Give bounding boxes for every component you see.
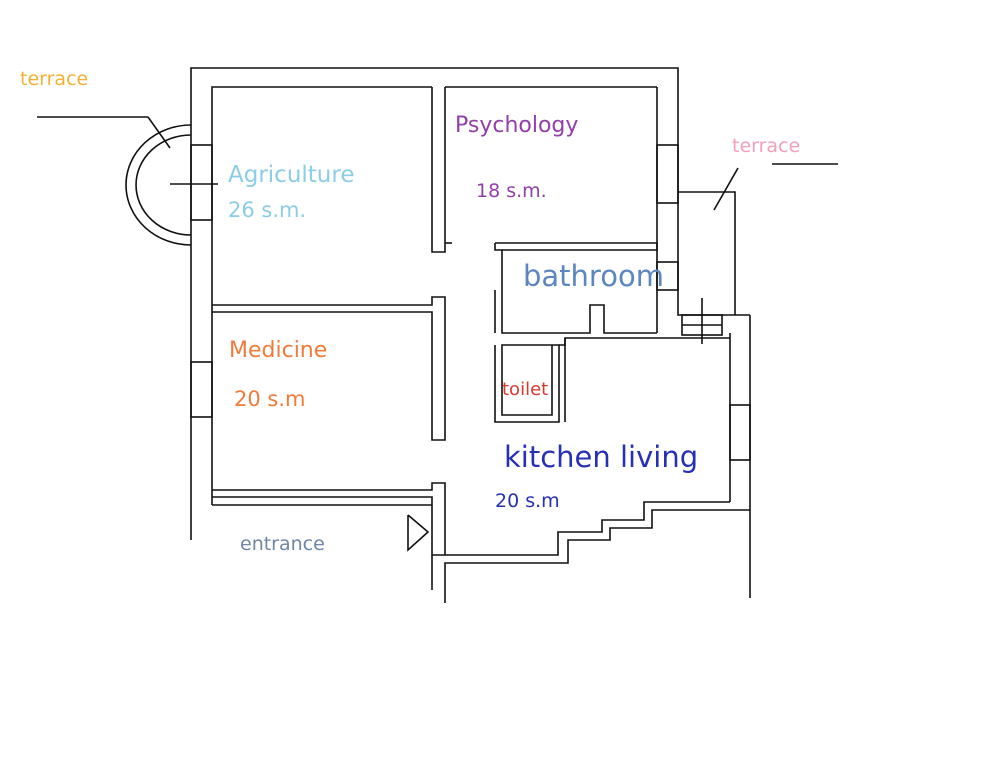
wall-agri-psych [431, 87, 446, 253]
wall-toilet-kitchen [559, 337, 730, 346]
medicine-room-name: Medicine [229, 338, 328, 363]
agriculture-room-area: 26 s.m. [228, 198, 307, 222]
psychology-room-area: 18 s.m. [476, 180, 547, 202]
right-terrace-leaders [682, 163, 838, 344]
window-agriculture [190, 144, 213, 221]
entrance-label: entrance [240, 533, 325, 555]
terrace-leader-left-diag [147, 116, 171, 149]
kitchen-living-name: kitchen living [504, 440, 699, 474]
wall-stairs-outer [444, 509, 750, 603]
window-kitchen [729, 404, 751, 461]
toilet-name: toilet [502, 379, 549, 400]
kitchen-living-area: 20 s.m [495, 490, 560, 512]
outer-walls [190, 67, 751, 598]
wall-terrace-bottom [677, 192, 750, 316]
wall-right-terrace [678, 191, 736, 315]
terrace-right-label: terrace [732, 135, 801, 157]
wall-corridor-bottom [445, 501, 730, 556]
wall-psych-bottom [495, 242, 658, 251]
interior-walls [212, 87, 750, 603]
wall-bath-left [494, 243, 657, 334]
terrace-leader-right-diag [713, 167, 739, 211]
entrance-door-arrow [407, 514, 430, 552]
psychology-room-name: Psychology [455, 113, 579, 138]
terrace-arc-outer [125, 124, 192, 246]
window-psychology [656, 144, 679, 204]
agriculture-room-name: Agriculture [228, 162, 355, 188]
wall-agri-medicine [212, 296, 446, 441]
windows [190, 144, 751, 461]
left-terrace-shape [37, 116, 218, 246]
terrace-arc-inner [135, 134, 192, 236]
bathroom-name: bathroom [523, 259, 664, 293]
window-medicine [190, 361, 213, 418]
outer-wall-top [190, 67, 679, 540]
terrace-left-label: terrace [20, 68, 89, 90]
wall-medicine-bottom [212, 482, 446, 556]
medicine-room-area: 20 s.m [234, 387, 306, 411]
wall-toilet [494, 344, 560, 423]
outer-wall-top-inner [211, 86, 432, 505]
